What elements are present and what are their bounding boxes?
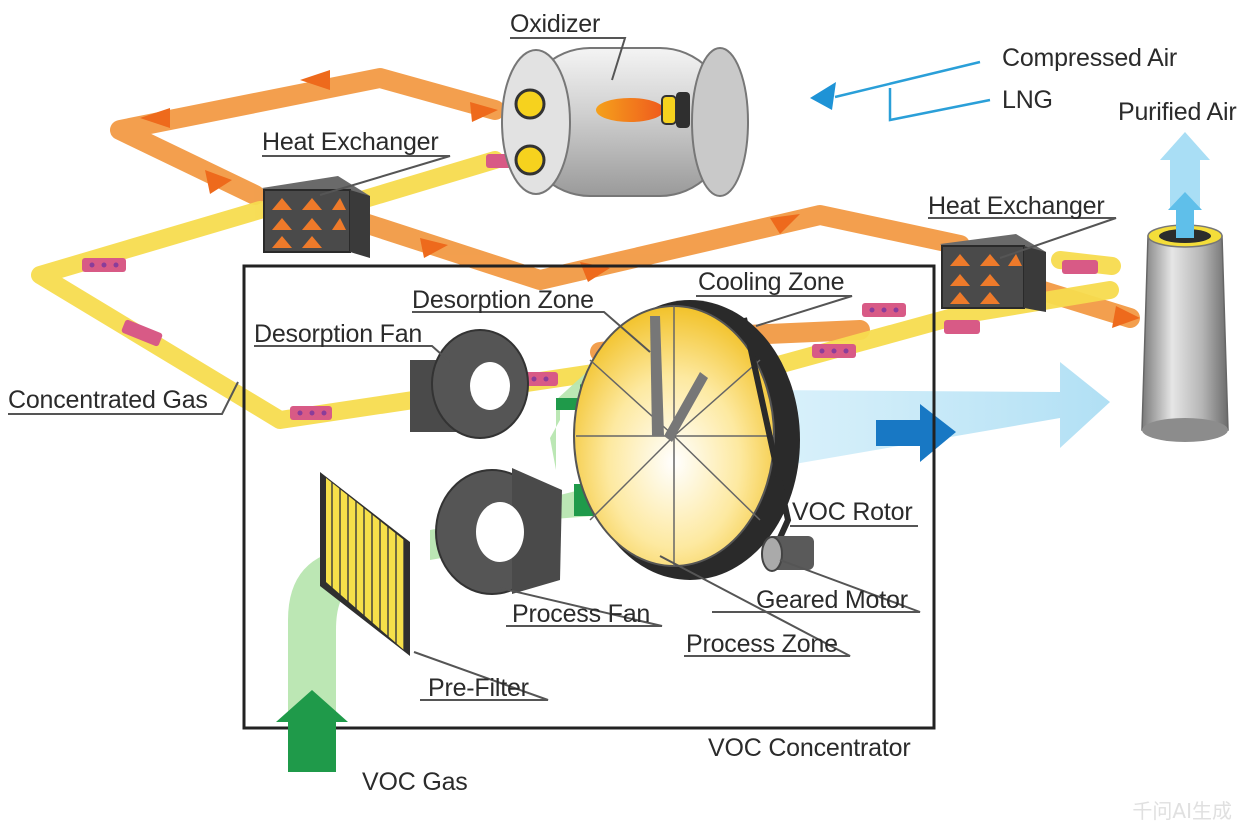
oxidizer-unit [501, 47, 749, 197]
lng-label: LNG [1002, 86, 1053, 114]
desorption-zone-label: Desorption Zone [412, 286, 594, 314]
voc-concentrator-label: VOC Concentrator [708, 734, 911, 762]
process-fan-label: Process Fan [512, 600, 651, 628]
gas-supply-lines [834, 60, 991, 122]
voc-rotor-label: VOC Rotor [792, 498, 913, 526]
purified-air-label: Purified Air [1118, 98, 1237, 126]
compressed-air-label: Compressed Air [1002, 44, 1178, 72]
process-zone-label: Process Zone [686, 630, 838, 658]
watermark-text: 千问AI生成 [1132, 799, 1232, 823]
heat-exchanger-right [940, 234, 1046, 312]
purified-air-arrows [1160, 132, 1210, 238]
concentrated-gas-label: Concentrated Gas [8, 386, 208, 414]
heat-exchanger-top-label: Heat Exchanger [262, 128, 439, 156]
gas-supply-arrow-icon [810, 82, 836, 110]
process-fan [435, 468, 562, 595]
pre-filter [320, 472, 410, 656]
voc-rotor [573, 300, 800, 580]
cooling-zone-label: Cooling Zone [698, 268, 845, 296]
geared-motor [741, 317, 814, 572]
oxidizer-label: Oxidizer [510, 10, 601, 38]
exhaust-stack [1141, 224, 1229, 442]
desorption-fan [410, 329, 529, 439]
desorption-fan-label: Desorption Fan [254, 320, 423, 348]
voc-gas-label: VOC Gas [362, 768, 468, 796]
heat-exchanger-right-label: Heat Exchanger [928, 192, 1105, 220]
pre-filter-label: Pre-Filter [428, 674, 529, 702]
geared-motor-label: Geared Motor [756, 586, 908, 614]
voc-concentrator-box [242, 264, 936, 730]
heat-exchanger-top [262, 176, 370, 258]
leader-lines [8, 37, 1117, 701]
